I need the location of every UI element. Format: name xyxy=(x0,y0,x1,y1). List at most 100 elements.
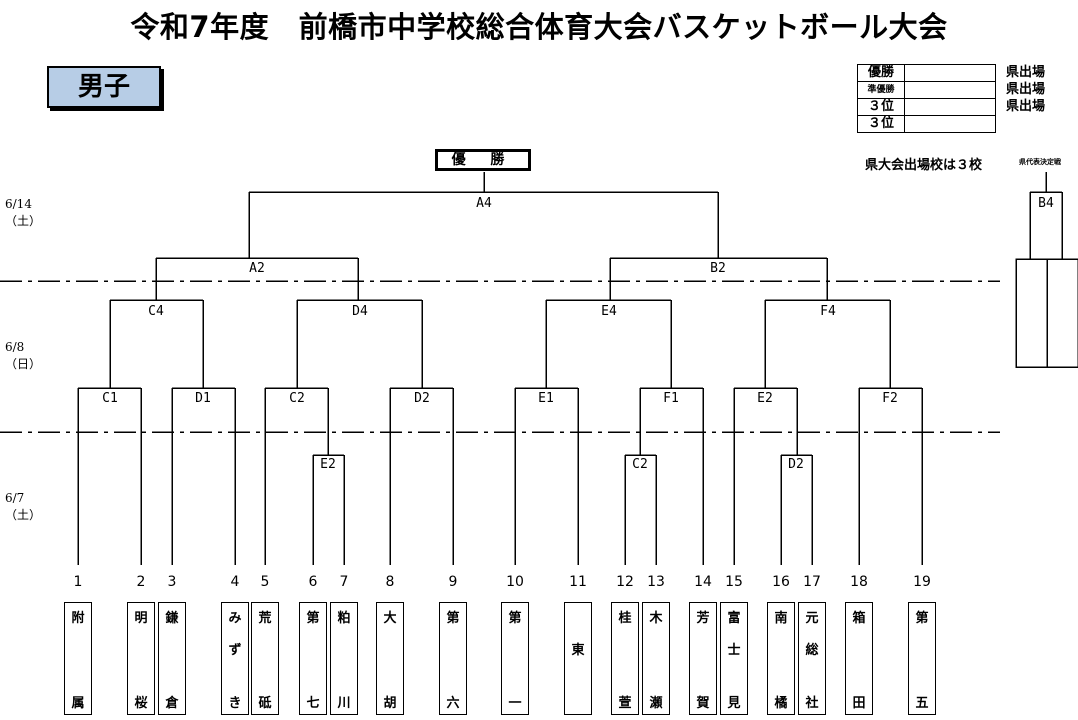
team-name-char: 木 xyxy=(649,611,663,626)
match-label-final: A4 xyxy=(476,196,492,211)
team-number: 17 xyxy=(803,574,821,590)
result-row: 準優勝 県出場 xyxy=(857,81,1070,99)
team-number: 5 xyxy=(260,574,270,590)
playoff-note: 県代表決定戦 xyxy=(1019,158,1061,166)
bracket-q2 xyxy=(296,299,423,388)
match-label-semi-left: A2 xyxy=(249,261,265,276)
date-label: 6/14 （土） xyxy=(5,196,41,230)
bracket-q4 xyxy=(764,299,891,388)
team-name-box: 粕川 xyxy=(330,602,358,715)
team-number: 19 xyxy=(913,574,931,590)
bracket-playoff xyxy=(1029,172,1063,259)
team-name-char: 桜 xyxy=(134,696,148,711)
team-name-box: 南橘 xyxy=(767,602,795,715)
bracket-semi-right xyxy=(609,257,828,300)
team-name-char: 六 xyxy=(446,696,460,711)
team-name-char: 第 xyxy=(446,611,460,626)
team-name-char: 砥 xyxy=(258,696,272,711)
team-name-char: 七 xyxy=(306,696,320,711)
team-number: 9 xyxy=(448,574,458,590)
team-name-char: 社 xyxy=(805,696,819,711)
team-name-box: 大胡 xyxy=(376,602,404,715)
bracket-final xyxy=(248,172,719,258)
team-name-char: 見 xyxy=(727,696,741,711)
team-name-char: 第 xyxy=(915,611,929,626)
team-name-char: 大 xyxy=(383,611,397,626)
bracket-semi-left xyxy=(155,257,359,300)
team-name-char: 士 xyxy=(727,643,741,658)
team-name-char: 属 xyxy=(71,696,85,711)
bracket-p2 xyxy=(624,454,657,565)
bracket-r8 xyxy=(858,387,923,565)
team-name-char: 元 xyxy=(805,611,819,626)
qualify-note: 県大会出場校は３校 xyxy=(865,158,983,173)
team-name-box: 第七 xyxy=(299,602,327,715)
team-name-box: みずき xyxy=(221,602,249,715)
team-name-char: 萱 xyxy=(618,696,632,711)
team-name-char: 橘 xyxy=(774,696,788,711)
team-name-char: 瀬 xyxy=(649,696,663,711)
playoff-slot-left xyxy=(1015,258,1048,368)
team-name-char: 南 xyxy=(774,611,788,626)
team-name-box: 木瀬 xyxy=(642,602,670,715)
bracket-r2 xyxy=(171,387,236,565)
team-number: 18 xyxy=(850,574,868,590)
result-team-slot xyxy=(904,115,996,133)
match-label-p2: C2 xyxy=(632,457,648,472)
team-name-char: 荒 xyxy=(258,611,272,626)
team-name-char: 芳 xyxy=(696,611,710,626)
date-label: 6/8 （日） xyxy=(5,339,41,373)
match-label-p1: E2 xyxy=(320,457,336,472)
bracket-r6 xyxy=(639,387,704,565)
team-name-char: 鎌 xyxy=(165,611,179,626)
bracket-r5 xyxy=(514,387,579,565)
results-table: 優勝 県出場 準優勝 県出場 ３位 県出場 ３位 xyxy=(857,64,1070,133)
page-title: 令和7年度 前橋市中学校総合体育大会バスケットボール大会 xyxy=(130,10,948,44)
team-number: 10 xyxy=(506,574,524,590)
date-weekday: （土） xyxy=(5,214,42,228)
match-label-q4: F4 xyxy=(820,304,836,319)
result-note: 県出場 xyxy=(1006,65,1046,80)
match-label-r5: E1 xyxy=(538,391,554,406)
result-rank: ３位 xyxy=(857,98,905,116)
match-label-r7: E2 xyxy=(757,391,773,406)
result-rank: ３位 xyxy=(857,115,905,133)
match-label-r2: D1 xyxy=(195,391,211,406)
bracket-r7 xyxy=(733,387,798,565)
team-name-box: 箱田 xyxy=(845,602,873,715)
date-weekday: （日） xyxy=(5,357,42,371)
team-name-char: 田 xyxy=(852,696,866,711)
team-name-char: み xyxy=(228,611,242,626)
team-name-char: 箱 xyxy=(852,611,866,626)
team-name-char: 倉 xyxy=(165,696,179,711)
team-name-box: 荒砥 xyxy=(251,602,279,715)
team-name-box: 第五 xyxy=(908,602,936,715)
match-label-r6: F1 xyxy=(663,391,679,406)
team-name-box: 鎌倉 xyxy=(158,602,186,715)
team-name-char: 東 xyxy=(571,643,585,658)
team-name-box: 富士見 xyxy=(720,602,748,715)
team-number: 7 xyxy=(339,574,349,590)
team-name-box: 元総社 xyxy=(798,602,826,715)
division-label: 男子 xyxy=(47,66,161,108)
team-name-box: 明桜 xyxy=(127,602,155,715)
team-number: 11 xyxy=(569,574,587,590)
team-name-char: 五 xyxy=(915,696,929,711)
team-number: 3 xyxy=(167,574,177,590)
bracket-r4 xyxy=(389,387,454,565)
bracket-r3 xyxy=(264,387,329,565)
team-number: 15 xyxy=(725,574,743,590)
team-number: 4 xyxy=(230,574,240,590)
playoff-slot-right xyxy=(1046,258,1078,368)
match-label-semi-right: B2 xyxy=(710,261,726,276)
team-name-char: 賀 xyxy=(696,696,710,711)
team-name-box: 東 xyxy=(564,602,592,715)
team-name-char: 附 xyxy=(71,611,85,626)
team-number: 8 xyxy=(385,574,395,590)
date-label: 6/7 （土） xyxy=(5,490,41,524)
team-name-char: 粕 xyxy=(337,611,351,626)
team-name-char: 一 xyxy=(508,696,522,711)
match-label-r4: D2 xyxy=(414,391,430,406)
date-text: 6/14 xyxy=(5,197,32,211)
